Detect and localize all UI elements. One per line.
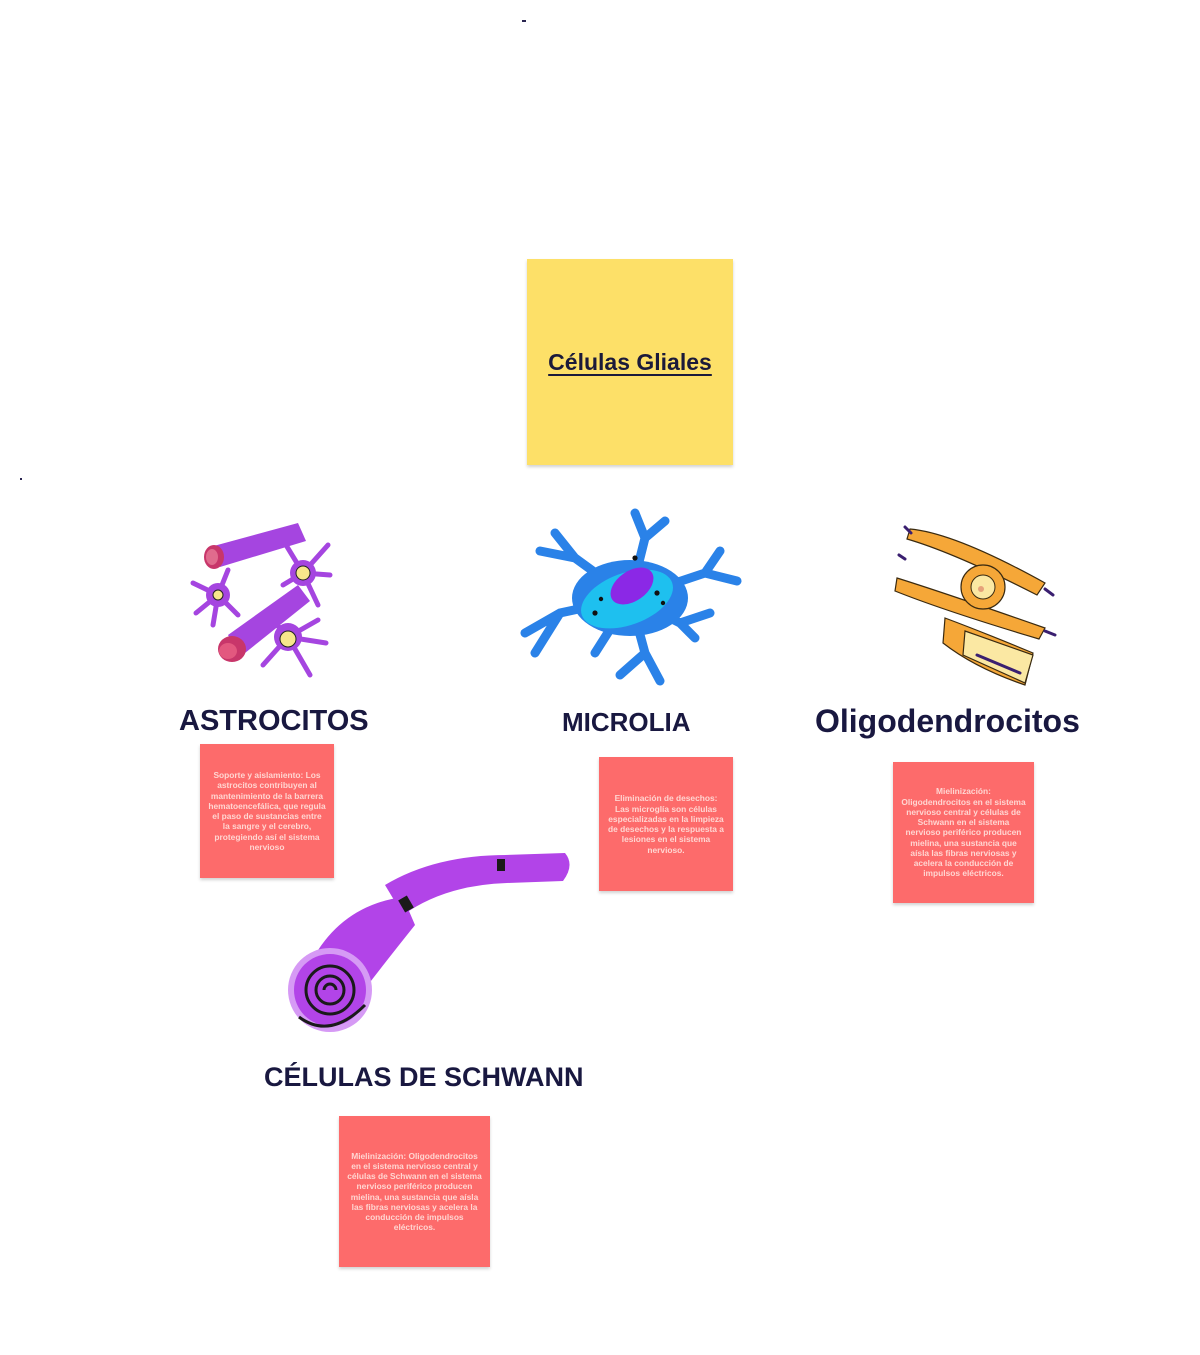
astrocyte-illustration[interactable] <box>188 515 338 685</box>
label-astrocitos: ASTROCITOS <box>179 705 369 737</box>
astrocitos-description: Soporte y aislamiento: Los astrocitos co… <box>208 770 326 852</box>
label-schwann: CÉLULAS DE SCHWANN <box>264 1062 584 1092</box>
label-microglia: MICROLIA <box>562 707 691 737</box>
title-sticky-note[interactable]: Células Gliales <box>527 259 733 465</box>
title-text: Células Gliales <box>548 348 712 375</box>
astrocitos-description-note[interactable]: Soporte y aislamiento: Los astrocitos co… <box>200 744 334 878</box>
oligodendrocyte-illustration[interactable] <box>885 523 1070 693</box>
schwann-cell-illustration[interactable] <box>285 845 580 1035</box>
oligodendrocitos-description-note[interactable]: Mielinización: Oligodendrocitos en el si… <box>893 762 1034 903</box>
microglia-illustration[interactable] <box>515 503 745 688</box>
schwann-description-note[interactable]: Mielinización: Oligodendrocitos en el si… <box>339 1116 490 1267</box>
schwann-description: Mielinización: Oligodendrocitos en el si… <box>347 1150 482 1233</box>
microglia-description: Eliminación de desechos: Las microglía s… <box>608 793 724 855</box>
oligodendrocitos-description: Mielinización: Oligodendrocitos en el si… <box>901 786 1026 879</box>
stray-mark <box>522 20 526 22</box>
stray-mark <box>20 478 22 480</box>
microglia-description-note[interactable]: Eliminación de desechos: Las microglía s… <box>599 757 733 891</box>
label-oligodendrocitos: Oligodendrocitos <box>815 703 1080 739</box>
